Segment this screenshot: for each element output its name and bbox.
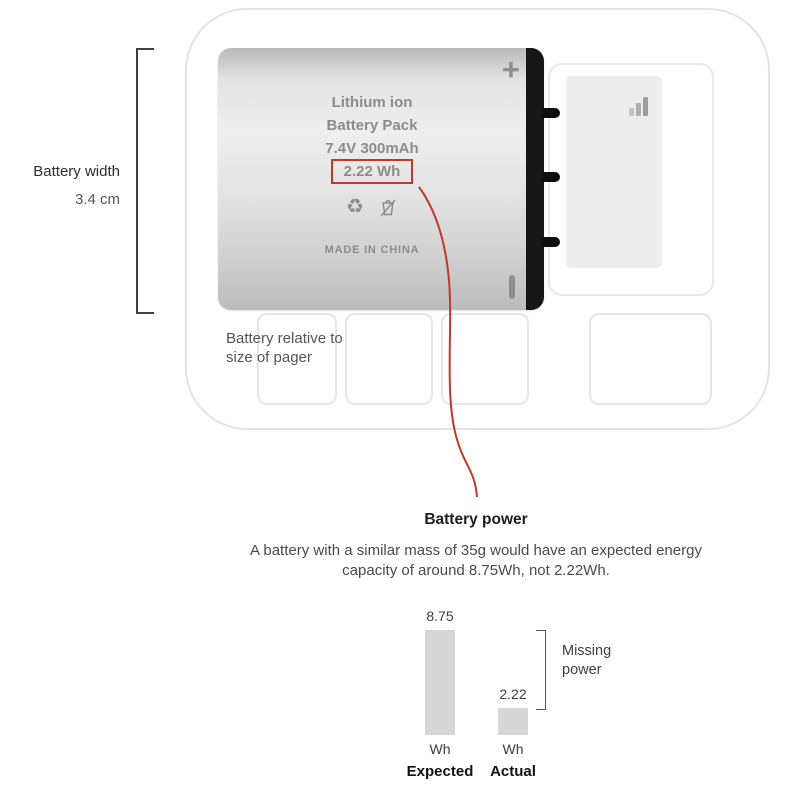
callout-description-line1: A battery with a similar mass of 35g wou…: [250, 542, 702, 559]
pager-scale-note-line2: size of pager: [226, 349, 312, 366]
battery-width-value: 3.4 cm: [74, 191, 120, 208]
bar-expected: [425, 630, 455, 735]
pager-scale-note-line1: Battery relative to: [226, 330, 343, 347]
plus-terminal-mark: +: [501, 52, 520, 87]
bar-unit-actual: Wh: [502, 741, 524, 757]
pager-button: [441, 313, 529, 405]
missing-power-label-line2: power: [562, 662, 602, 678]
pager-button: [589, 313, 712, 405]
bar-category-actual: Actual: [490, 763, 536, 780]
battery-terminal: [542, 237, 560, 247]
battery-width-bracket: [136, 48, 154, 314]
battery-label-type: Battery Pack: [326, 117, 418, 134]
missing-power-bracket: [536, 630, 546, 710]
battery-label-specs: 7.4V 300mAh: [325, 140, 419, 157]
bar-value-actual: 2.22: [499, 686, 527, 702]
battery-label-origin: MADE IN CHINA: [324, 244, 420, 256]
bar-column-expected: 8.75 Wh Expected: [406, 605, 474, 781]
bar-unit-expected: Wh: [429, 741, 451, 757]
energy-rating-highlight: 2.22 Wh: [330, 159, 414, 184]
battery-label-chemistry: Lithium ion: [331, 94, 413, 111]
callout-description: A battery with a similar mass of 35g wou…: [156, 541, 796, 581]
pager-scale-note: Battery relative to size of pager: [226, 329, 343, 367]
bar-actual: [498, 708, 528, 735]
missing-power-label-line1: Missing: [562, 643, 612, 659]
bar-column-actual: 2.22 Wh Actual: [481, 605, 545, 781]
pager-button: [257, 313, 337, 405]
bar-category-expected: Expected: [406, 763, 474, 780]
pager-button: [345, 313, 433, 405]
bar-value-expected: 8.75: [426, 608, 454, 624]
battery-pack: + Lithium ion Battery Pack 7.4V 300mAh 2…: [218, 48, 560, 310]
callout-title: Battery power: [424, 511, 528, 528]
battery-symbols-row: ♻: [218, 196, 526, 218]
battery-terminal: [542, 108, 560, 118]
battery-energy-line: 2.22 Wh: [218, 159, 526, 184]
minus-terminal-mark: [509, 275, 515, 299]
battery-terminal: [542, 172, 560, 182]
missing-power-label: Missing power: [562, 642, 611, 680]
battery-width-label: Battery width: [33, 163, 120, 180]
battery-terminal-strip: [526, 48, 544, 310]
callout-description-line2: capacity of around 8.75Wh, not 2.22Wh.: [342, 562, 610, 579]
crossed-bin-icon: [380, 199, 396, 216]
recycle-icon: ♻: [346, 196, 364, 218]
signal-bars-icon: [629, 96, 648, 116]
